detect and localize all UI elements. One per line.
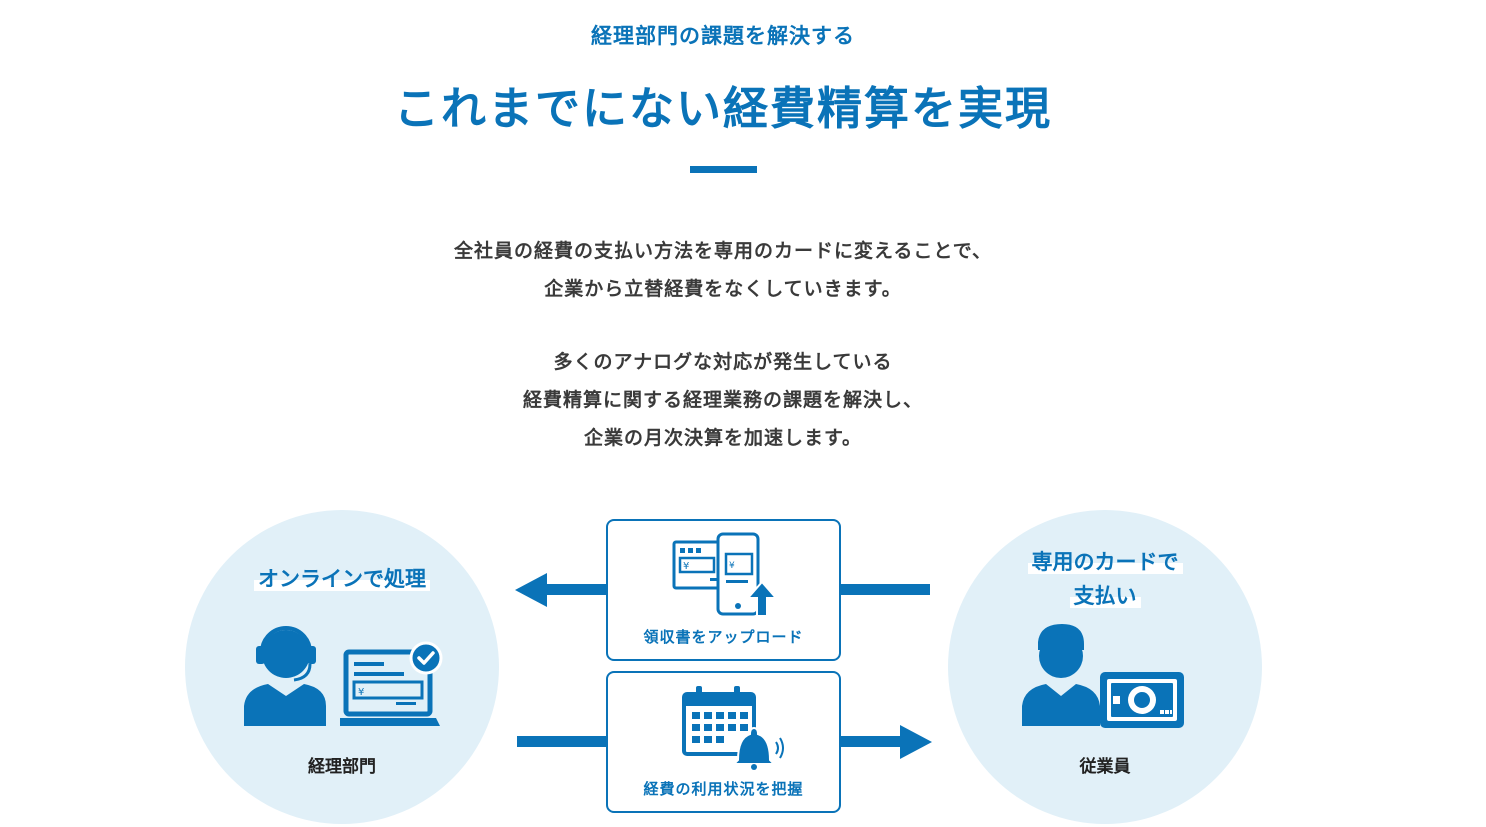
upload-box-label: 領収書をアップロード — [643, 628, 804, 646]
svg-text:¥: ¥ — [683, 561, 689, 572]
receipt-phone-upload-icon: ¥ ¥ — [672, 532, 779, 617]
accounting-circle — [185, 510, 499, 824]
section-eyebrow: 経理部門の課題を解決する — [591, 24, 855, 48]
arrow-line — [517, 736, 609, 747]
title-underline — [690, 166, 757, 173]
arrow-line — [840, 584, 930, 595]
accounting-circle-title: オンラインで処理 — [185, 563, 499, 593]
employee-label: 従業員 — [1079, 757, 1131, 777]
employee-circle-title-2: 支払い — [948, 580, 1262, 610]
usage-box-label: 経費の利用状況を把握 — [643, 780, 804, 798]
laptop-check-icon: ¥ — [340, 641, 443, 726]
svg-text:¥: ¥ — [729, 561, 735, 571]
calendar-bell-icon — [682, 686, 784, 770]
svg-text:¥: ¥ — [358, 687, 364, 698]
description-line: 企業から立替経費をなくしていきます。 — [544, 278, 902, 300]
page-title: これまでにない経費精算を実現 — [393, 82, 1052, 135]
person-headset-icon — [244, 626, 326, 726]
description-line: 経費精算に関する経理業務の課題を解決し、 — [522, 389, 923, 411]
credit-card-icon — [1100, 672, 1184, 728]
description-line: 全社員の経費の支払い方法を専用のカードに変えることで、 — [453, 240, 993, 262]
description-line: 多くのアナログな対応が発生している — [553, 351, 893, 373]
arrow-right-icon — [840, 725, 932, 759]
employee-circle-title-text: 専用のカードで — [1027, 550, 1183, 574]
accounting-label: 経理部門 — [308, 757, 376, 777]
employee-circle-title-text-2: 支払い — [1069, 584, 1141, 608]
person-icon — [1022, 624, 1100, 726]
description-line: 企業の月次決算を加速します。 — [583, 427, 863, 449]
accounting-circle-title-text: オンラインで処理 — [254, 567, 430, 591]
employee-circle-title: 専用のカードで — [948, 546, 1262, 576]
arrow-left-icon — [515, 573, 610, 607]
